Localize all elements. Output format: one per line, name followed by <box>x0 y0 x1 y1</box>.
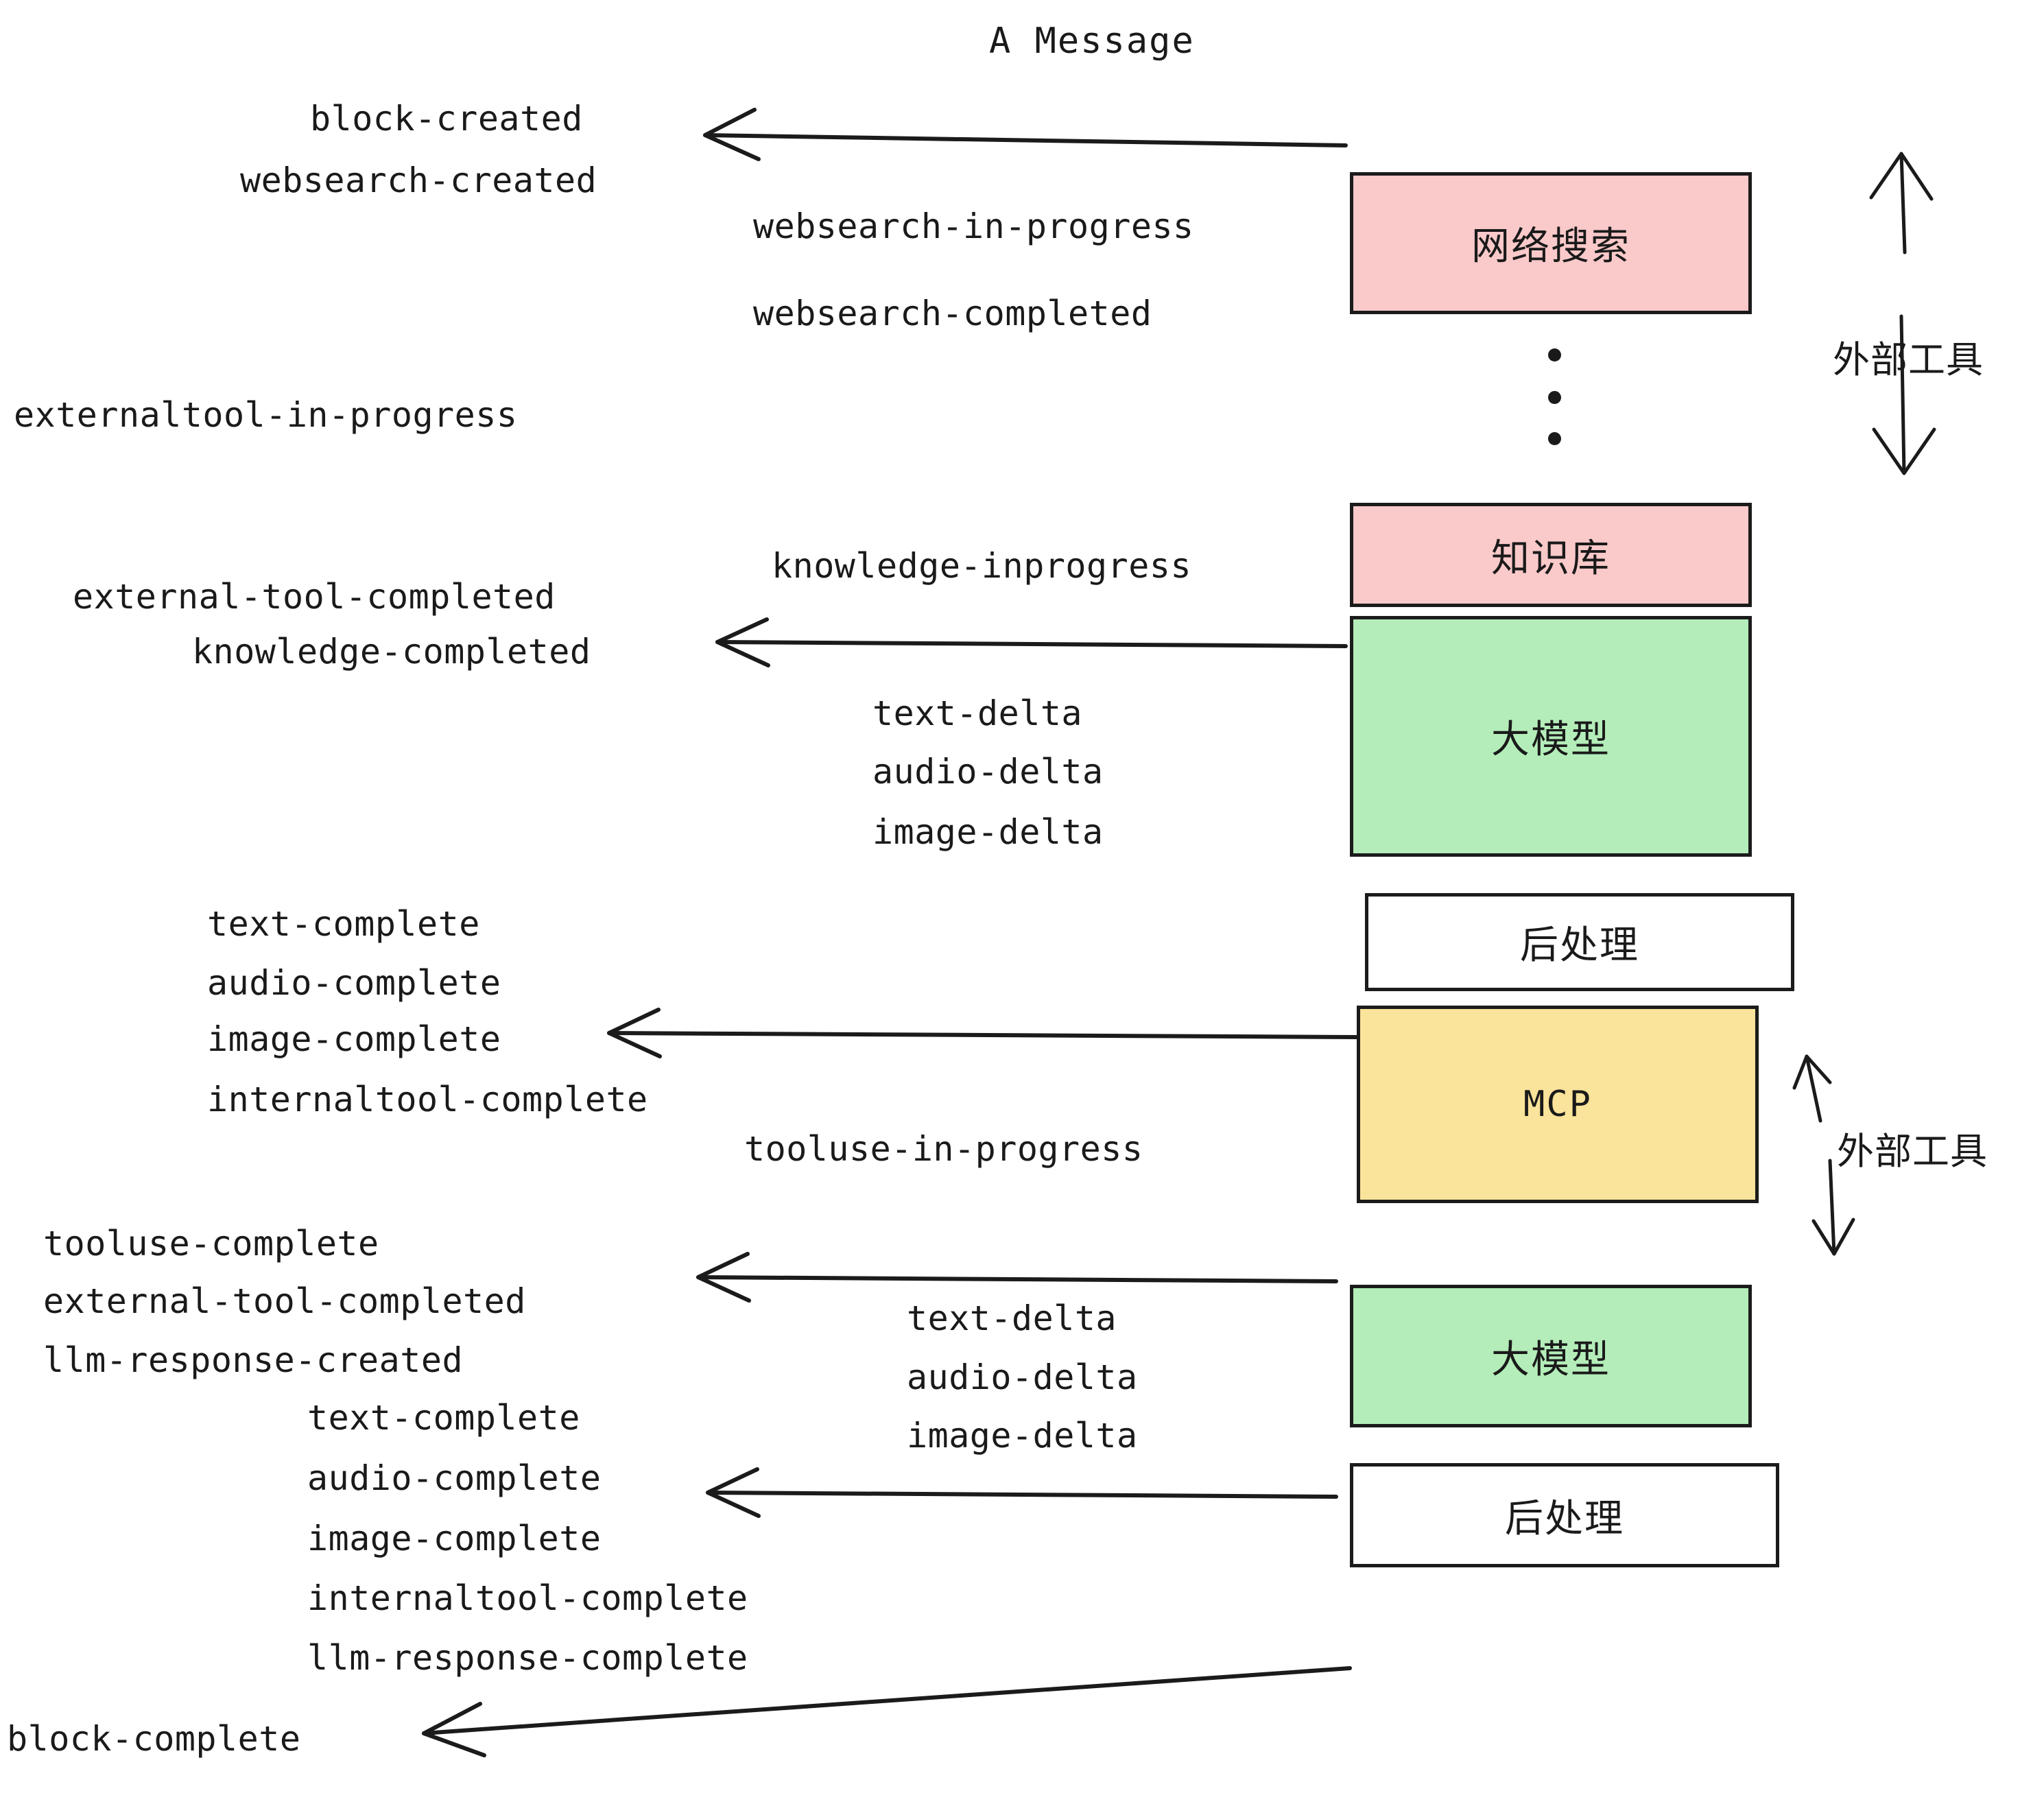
event-tooluse-complete: tooluse-complete <box>43 1224 379 1263</box>
event-websearch-completed: websearch-completed <box>753 294 1152 333</box>
event-text-complete-first: text-complete <box>207 904 480 944</box>
ellipsis-dot <box>1548 348 1561 361</box>
event-internaltool-complete-second: internaltool-complete <box>307 1578 748 1618</box>
group-label-external-tool-top: 外部工具 <box>1833 338 1984 381</box>
event-knowledge-inprogress: knowledge-inprogress <box>772 546 1192 586</box>
arrow-websearch-to-block-created <box>703 108 1348 161</box>
node-websearch[interactable]: 网络搜索 <box>1350 172 1752 314</box>
ellipsis-dot <box>1548 432 1561 445</box>
node-llm-first[interactable]: 大模型 <box>1350 616 1752 857</box>
node-label: 大模型 <box>1491 717 1611 762</box>
page-title: A Message <box>989 21 1195 62</box>
node-label: 网络搜索 <box>1471 224 1630 269</box>
node-label: 后处理 <box>1505 1496 1624 1541</box>
event-block-created: block-created <box>310 99 583 139</box>
arrow-knowledge-to-completed <box>715 617 1348 667</box>
event-text-delta-second: text-delta <box>907 1298 1117 1338</box>
event-image-delta-second: image-delta <box>907 1416 1138 1456</box>
event-text-delta-first: text-delta <box>872 693 1083 733</box>
node-knowledge-base[interactable]: 知识库 <box>1350 503 1752 607</box>
event-image-complete-first: image-complete <box>207 1019 501 1059</box>
arrow-external-tool-up-1 <box>1869 152 1934 254</box>
event-audio-delta-second: audio-delta <box>907 1357 1138 1397</box>
event-knowledge-completed: knowledge-completed <box>192 632 591 672</box>
event-internaltool-complete-first: internaltool-complete <box>207 1080 648 1119</box>
event-llm-response-complete: llm-response-complete <box>307 1638 748 1678</box>
event-image-delta-first: image-delta <box>872 812 1104 852</box>
event-audio-complete-second: audio-complete <box>307 1458 602 1498</box>
group-label-external-tool-bottom: 外部工具 <box>1837 1130 1988 1173</box>
node-llm-second[interactable]: 大模型 <box>1350 1285 1752 1427</box>
ellipsis-dot <box>1548 391 1561 404</box>
node-mcp[interactable]: MCP <box>1357 1006 1759 1203</box>
node-label: 后处理 <box>1520 923 1639 968</box>
arrow-mcp-to-tooluse-complete <box>696 1252 1338 1303</box>
node-label: 知识库 <box>1491 536 1611 581</box>
event-websearch-in-progress: websearch-in-progress <box>753 206 1194 246</box>
event-block-complete: block-complete <box>7 1719 301 1759</box>
node-label: MCP <box>1523 1084 1592 1125</box>
event-text-complete-second: text-complete <box>307 1398 580 1438</box>
arrow-postprocess2-to-block-complete <box>422 1666 1352 1757</box>
arrow-external-tool-up-2 <box>1792 1054 1832 1123</box>
arrow-llm2-to-audio-complete <box>706 1467 1338 1518</box>
event-audio-complete-first: audio-complete <box>207 963 501 1003</box>
arrow-postprocess1-to-image-complete <box>607 1008 1359 1058</box>
node-postprocess-second[interactable]: 后处理 <box>1350 1463 1779 1567</box>
event-image-complete-second: image-complete <box>307 1519 602 1558</box>
node-label: 大模型 <box>1491 1337 1611 1382</box>
event-llm-response-created: llm-response-created <box>43 1340 464 1380</box>
event-external-tool-completed-first: external-tool-completed <box>73 577 556 617</box>
event-externaltool-in-progress: externaltool-in-progress <box>14 395 518 435</box>
node-postprocess-first[interactable]: 后处理 <box>1365 893 1794 991</box>
event-websearch-created: websearch-created <box>240 161 597 200</box>
event-tooluse-in-progress: tooluse-in-progress <box>744 1129 1143 1169</box>
event-external-tool-completed-second: external-tool-completed <box>43 1281 526 1321</box>
event-audio-delta-first: audio-delta <box>872 752 1104 792</box>
